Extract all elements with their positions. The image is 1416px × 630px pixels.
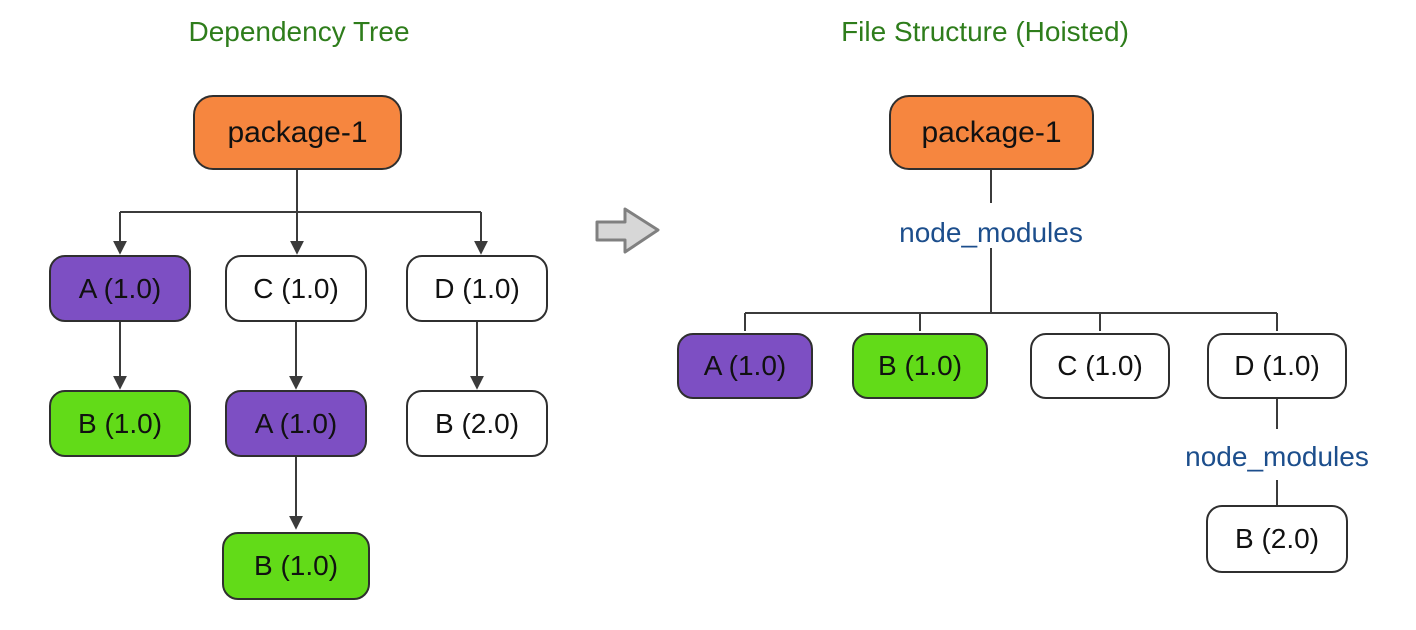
left-node-C-1-0-label: C (1.0) (253, 272, 339, 304)
left-node-B-1-0-deep-label: B (1.0) (253, 550, 339, 581)
left-node-C-1-0: C (1.0) (225, 255, 367, 322)
right-node-D-1-0: D (1.0) (1207, 333, 1347, 399)
left-node-B-2-0-under-D: B (2.0) (406, 390, 548, 457)
left-node-B-1-0-under-A: B (1.0) (49, 390, 191, 457)
left-node-A-1-0: A (1.0) (49, 255, 191, 322)
right-nested-node-modules-folder-label: node_modules (1185, 441, 1369, 472)
left-node-package-1-label: package-1 (227, 115, 368, 149)
left-node-A-1-0-under-C: A (1.0) (225, 390, 367, 457)
right-node-B-1-0: B (1.0) (852, 333, 988, 399)
left-node-D-1-0-label: D (1.0) (434, 272, 520, 304)
transform-arrow-icon (595, 207, 660, 254)
left-diagram-title: Dependency Tree (188, 16, 410, 47)
right-diagram-title: File Structure (Hoisted) (841, 16, 1129, 47)
right-node-C-1-0: C (1.0) (1030, 333, 1170, 399)
left-node-A-1-0-label: A (1.0) (78, 272, 162, 304)
right-node-A-1-0-label: A (1.0) (703, 350, 787, 381)
right-node-A-1-0: A (1.0) (677, 333, 813, 399)
right-node-package-1: package-1 (889, 95, 1094, 170)
right-node-D-1-0-label: D (1.0) (1234, 350, 1320, 381)
right-node-modules-folder-label: node_modules (899, 217, 1083, 248)
right-node-C-1-0-label: C (1.0) (1057, 350, 1143, 381)
right-node-B-1-0-label: B (1.0) (877, 350, 963, 381)
left-node-D-1-0: D (1.0) (406, 255, 548, 322)
left-node-B-2-0-under-D-label: B (2.0) (434, 407, 520, 439)
left-node-B-1-0-deep: B (1.0) (222, 532, 370, 600)
left-node-package-1: package-1 (193, 95, 402, 170)
left-node-B-1-0-under-A-label: B (1.0) (77, 407, 163, 439)
right-node-B-2-0: B (2.0) (1206, 505, 1348, 573)
left-node-A-1-0-under-C-label: A (1.0) (254, 407, 338, 439)
right-node-package-1-label: package-1 (921, 115, 1062, 149)
right-node-B-2-0-label: B (2.0) (1234, 523, 1320, 554)
